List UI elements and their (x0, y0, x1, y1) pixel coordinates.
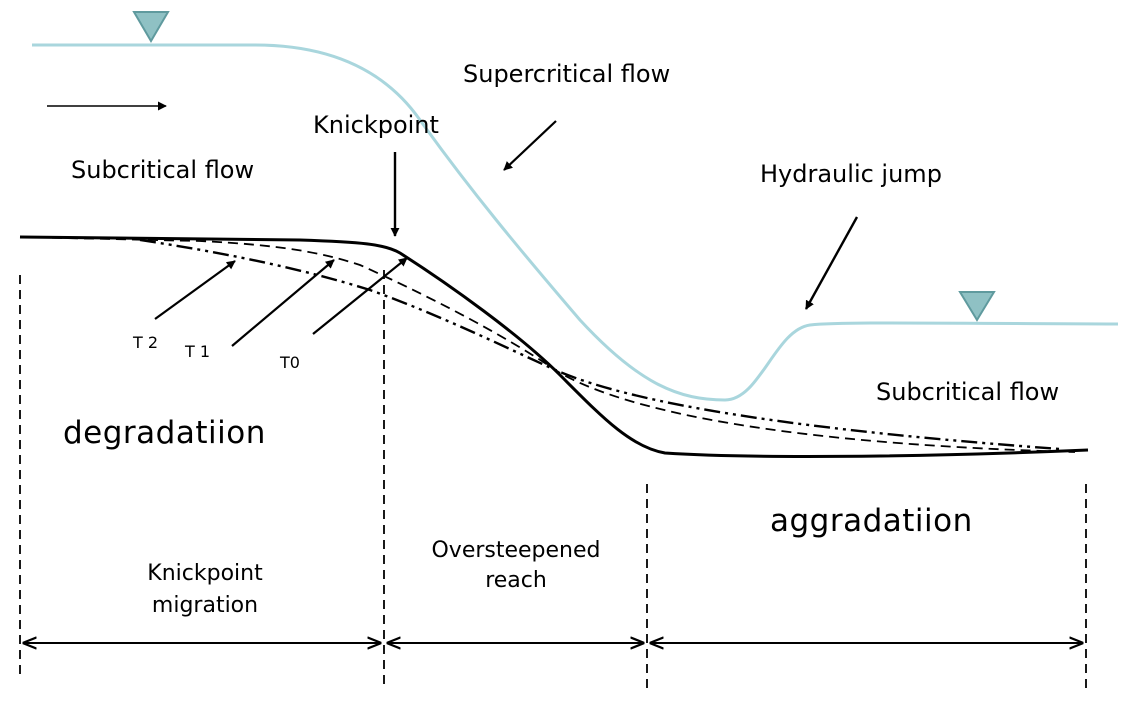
bed-profile-t1 (19, 236, 1076, 453)
t2-arrow (154, 260, 236, 320)
label-t1: T 1 (184, 342, 210, 361)
label-subcritical-flow-upstream: Subcritical flow (71, 156, 254, 184)
label-subcritical-flow-downstream: Subcritical flow (876, 378, 1059, 406)
label-knickpoint: Knickpoint (313, 111, 439, 139)
label-oversteepened-line2: reach (485, 568, 547, 593)
t0-arrow (312, 257, 408, 335)
water-level-marker-downstream (958, 291, 996, 322)
hydraulic-jump-arrow (804, 216, 859, 310)
t1-arrow (231, 259, 335, 347)
label-knickpoint-migration-line2: migration (152, 593, 258, 618)
label-oversteepened-line1: Oversteepened (431, 538, 600, 563)
label-hydraulic-jump: Hydraulic jump (760, 160, 942, 188)
label-aggradation: aggradatiion (770, 503, 973, 539)
water-surface-line (32, 43, 1119, 402)
label-t2: T 2 (132, 333, 158, 352)
bed-profile-t2 (139, 238, 1061, 451)
water-level-marker-upstream (132, 11, 170, 43)
bed-profile-t0 (19, 235, 1089, 458)
supercritical-flow-arrow (503, 120, 557, 171)
label-knickpoint-migration-line1: Knickpoint (147, 561, 263, 586)
label-t0: T0 (279, 353, 300, 372)
label-degradation: degradatiion (63, 415, 266, 451)
label-supercritical-flow: Supercritical flow (463, 60, 670, 88)
